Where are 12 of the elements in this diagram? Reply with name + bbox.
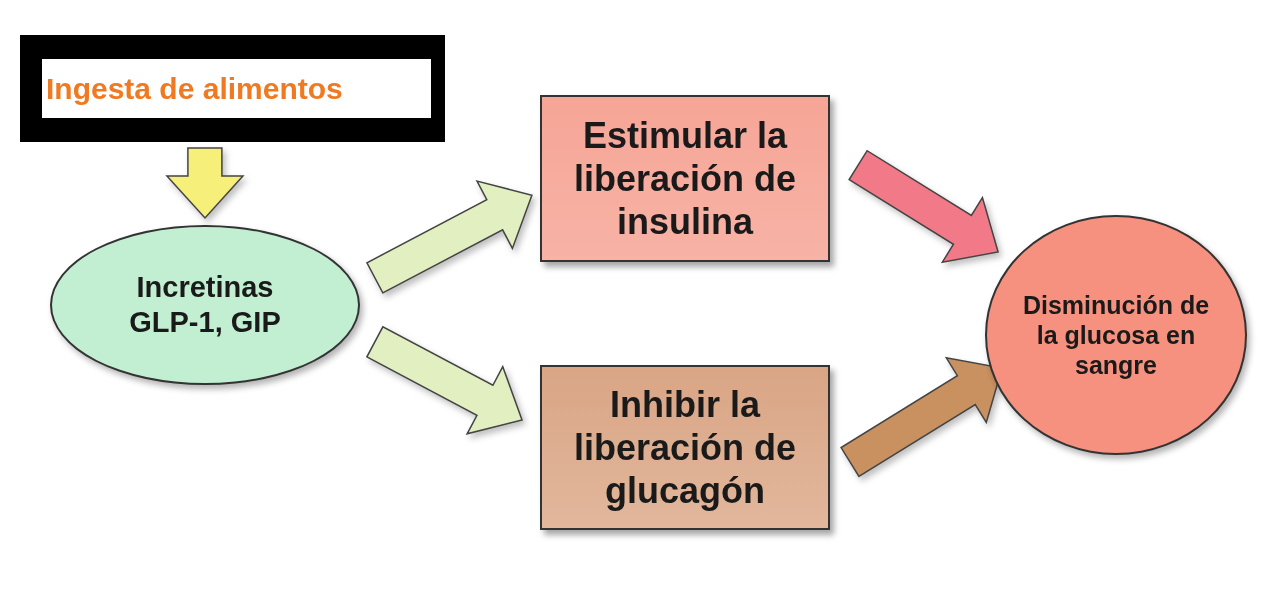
block-arrow — [365, 325, 523, 435]
process-box — [540, 365, 830, 530]
block-arrow — [365, 180, 533, 294]
node-label: Inhibir la liberación de glucagón — [572, 382, 798, 513]
node-label: Estimular la liberación de insulina — [572, 113, 798, 244]
node-label: Ingesta de alimentos — [45, 70, 343, 107]
block-arrow — [848, 149, 1000, 264]
process-box — [540, 95, 830, 262]
title-box — [20, 35, 445, 142]
node-label: Incretinas GLP-1, GIP — [128, 270, 282, 340]
node-label: Disminución de la glucosa en sangre — [1021, 290, 1211, 380]
block-arrow — [165, 147, 245, 220]
